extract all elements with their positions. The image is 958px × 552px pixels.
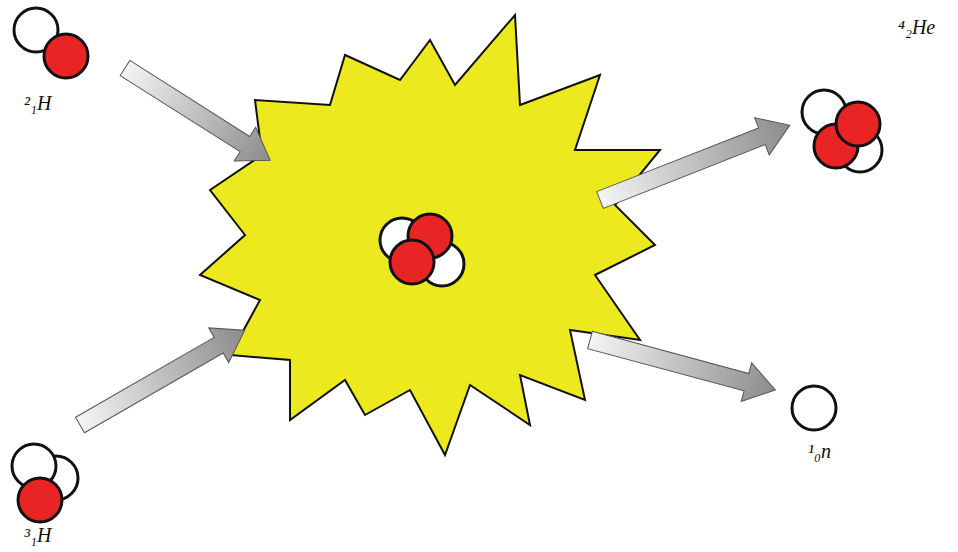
- fused-nucleus: [380, 214, 464, 286]
- particle-label: ¹₀n: [808, 440, 831, 462]
- isotope-label: ²₁H: [24, 92, 51, 114]
- outgoing-arrow: [593, 107, 797, 219]
- incoming-arrow: [114, 51, 281, 177]
- isotope-label: ³₁H: [24, 524, 51, 546]
- deuterium-nucleus: [14, 8, 88, 78]
- fusion-burst: [200, 15, 660, 455]
- tritium-nucleus: [12, 444, 78, 522]
- outgoing-arrow: [585, 321, 781, 410]
- helium-nucleus: [802, 90, 882, 172]
- incoming-arrow: [70, 313, 255, 442]
- isotope-label: ⁴₂He: [898, 16, 935, 38]
- neutron: [792, 386, 836, 430]
